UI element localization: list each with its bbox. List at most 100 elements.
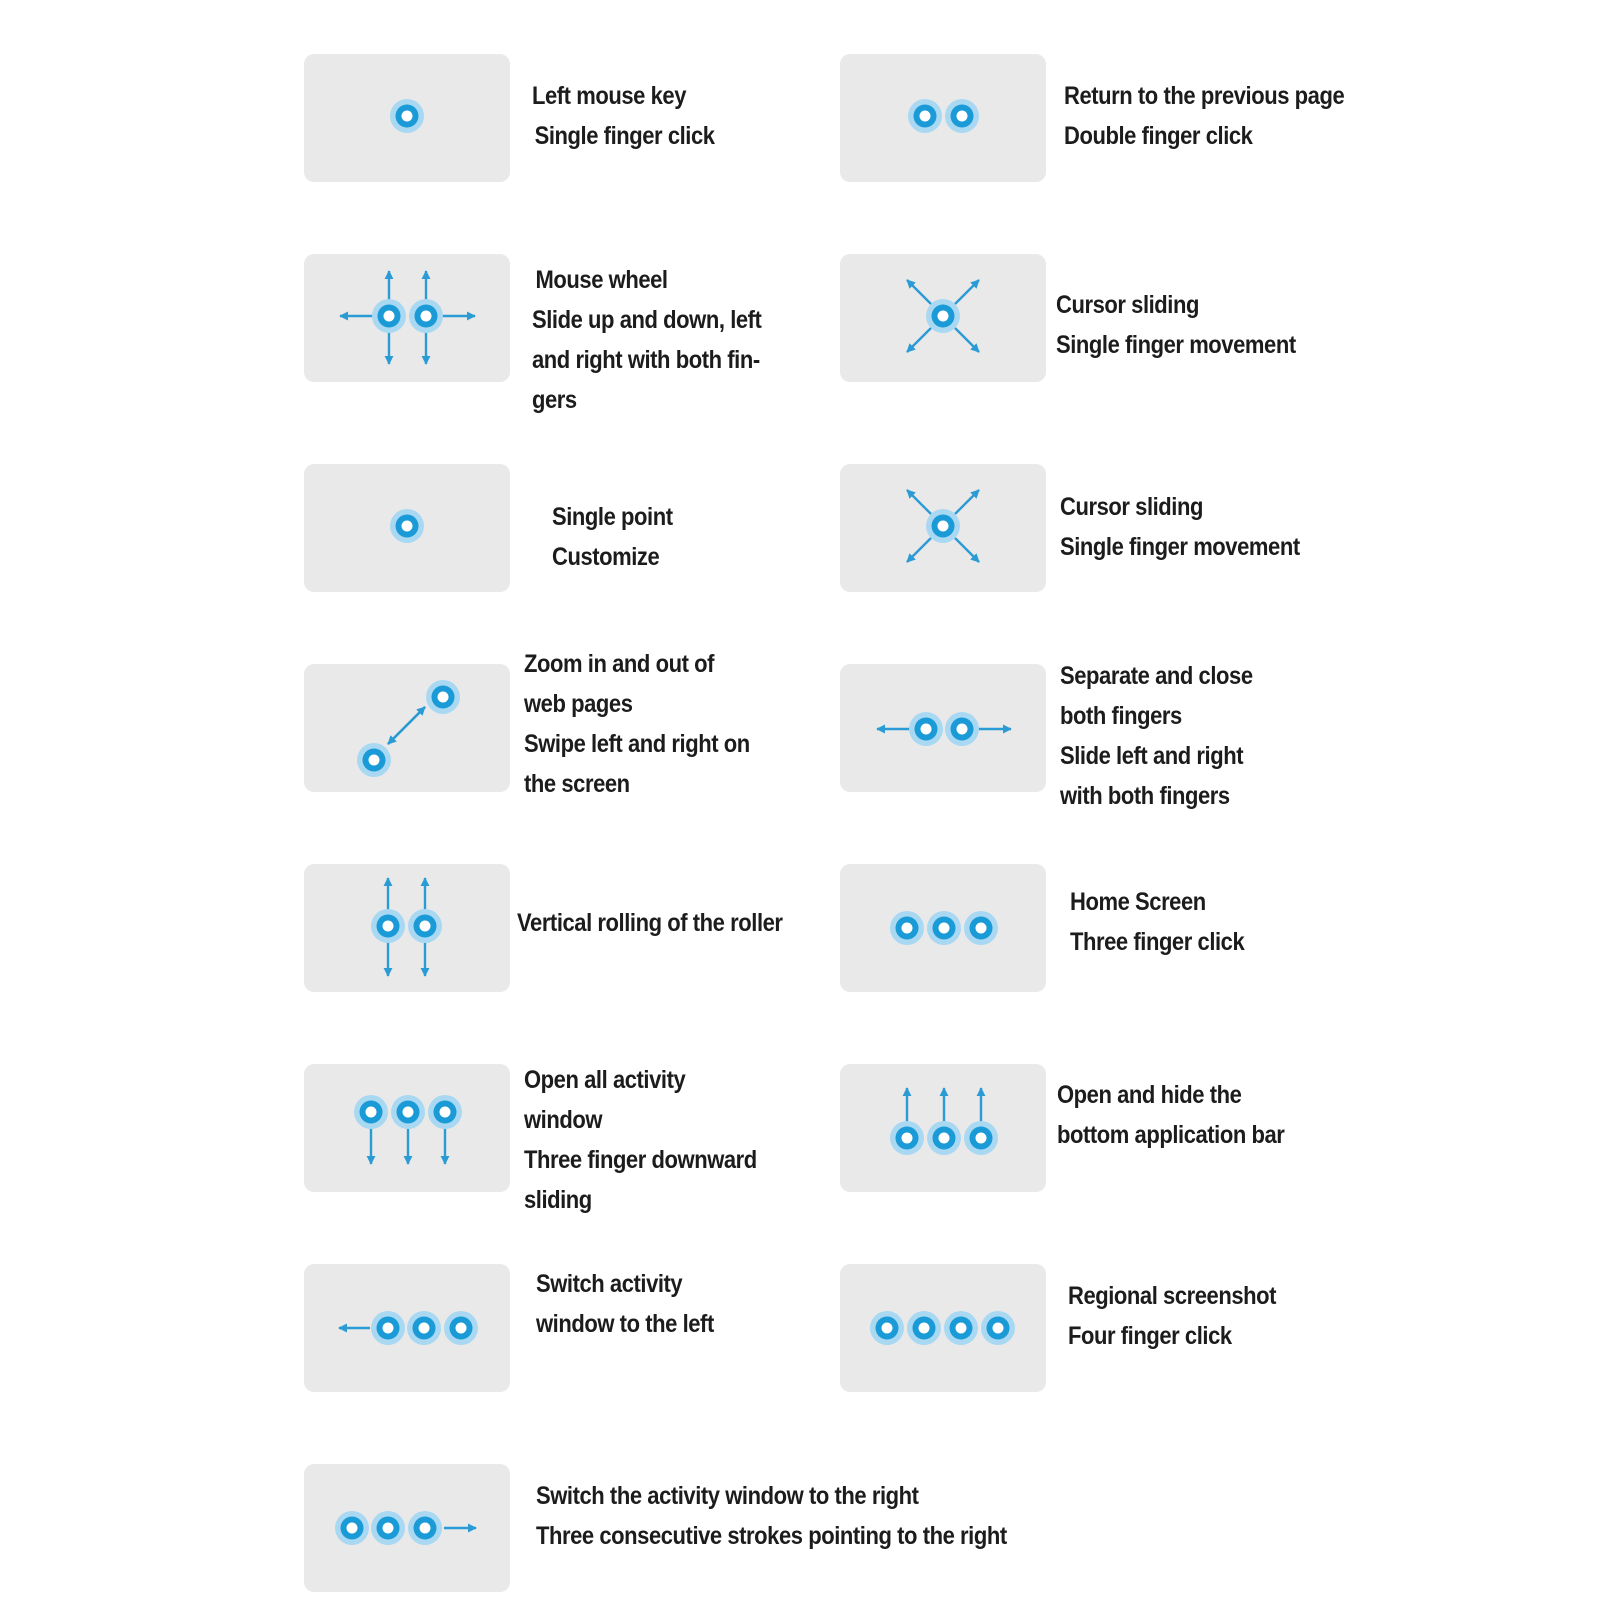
caption-line: Switch the activity window to the right: [536, 1482, 919, 1510]
gesture-tile-7: [304, 664, 510, 792]
gesture-caption-6: Cursor sliding Single finger movement: [1060, 487, 1300, 567]
gesture-caption-3: Mouse wheel Slide up and down, left and …: [532, 260, 762, 420]
three-finger-swipe-up-icon: [890, 1087, 998, 1155]
finger-point: [408, 909, 442, 943]
finger-point: [428, 1095, 462, 1129]
caption-line: window to the left: [536, 1310, 714, 1338]
finger-point: [335, 1511, 369, 1545]
caption-line: Customize: [552, 543, 660, 571]
caption-line: Single point: [552, 503, 673, 531]
gesture-caption-13: Switch activity window to the left: [536, 1264, 714, 1344]
finger-point: [909, 712, 943, 746]
gesture-caption-15: Switch the activity window to the right …: [536, 1476, 1007, 1556]
gesture-tile-12: [840, 1064, 1046, 1192]
caption-line: Three finger click: [1070, 928, 1245, 956]
three-finger-swipe-down-icon: [354, 1095, 462, 1165]
pinch-zoom-icon: [357, 680, 460, 777]
caption-line: Switch activity: [536, 1270, 683, 1298]
caption-line: with both fingers: [1060, 782, 1230, 810]
finger-point: [964, 911, 998, 945]
gesture-caption-9: Vertical rolling of the roller: [517, 903, 783, 943]
finger-point: [908, 99, 942, 133]
caption-line: Left mouse key: [532, 82, 687, 110]
caption-line: Single finger movement: [1056, 331, 1296, 359]
gesture-tile-6: [840, 464, 1046, 592]
two-finger-vertical-icon: [371, 877, 442, 977]
caption-line: Open all activity: [524, 1066, 686, 1094]
finger-point: [890, 911, 924, 945]
finger-point: [371, 909, 405, 943]
gesture-caption-1: Left mouse key Single finger click: [532, 76, 715, 156]
gesture-tile-2: [840, 54, 1046, 182]
caption-line: Regional screenshot: [1068, 1282, 1277, 1310]
single-finger-tap-icon: [390, 99, 424, 133]
gesture-caption-10: Home Screen Three finger click: [1070, 882, 1245, 962]
finger-point: [890, 1121, 924, 1155]
caption-line: Single finger click: [534, 122, 715, 150]
gesture-tile-9: [304, 864, 510, 992]
gesture-caption-7: Zoom in and out of web pages Swipe left …: [524, 644, 750, 804]
finger-point: [926, 299, 960, 333]
caption-line: bottom application bar: [1057, 1121, 1285, 1149]
gesture-tile-1: [304, 54, 510, 182]
caption-line: Four finger click: [1068, 1322, 1232, 1350]
finger-point: [354, 1095, 388, 1129]
gesture-tile-5: [304, 464, 510, 592]
caption-line: Single finger movement: [1060, 533, 1300, 561]
finger-point: [390, 99, 424, 133]
gesture-tile-15: [304, 1464, 510, 1592]
finger-point: [981, 1311, 1015, 1345]
gesture-tile-4: [840, 254, 1046, 382]
finger-point: [407, 1311, 441, 1345]
caption-line: Cursor sliding: [1060, 493, 1203, 521]
gesture-caption-5: Single point Customize: [552, 497, 673, 577]
finger-point: [357, 743, 391, 777]
finger-point: [372, 299, 406, 333]
two-finger-scroll-icon: [339, 270, 476, 365]
gesture-tile-3: [304, 254, 510, 382]
gesture-tile-10: [840, 864, 1046, 992]
caption-line: window: [524, 1106, 603, 1134]
three-finger-tap-icon: [890, 911, 998, 945]
finger-point: [945, 99, 979, 133]
caption-line: both fingers: [1060, 702, 1182, 730]
caption-line: Open and hide the: [1057, 1081, 1242, 1109]
two-finger-horizontal-icon: [876, 712, 1012, 746]
caption-line: Three finger downward: [524, 1146, 757, 1174]
gesture-tile-8: [840, 664, 1046, 792]
two-finger-tap-icon: [908, 99, 979, 133]
gesture-tile-13: [304, 1264, 510, 1392]
caption-line: Slide left and right: [1060, 742, 1244, 770]
caption-line: the screen: [524, 770, 630, 798]
cursor-move-icon: [906, 489, 980, 563]
caption-line: web pages: [524, 690, 633, 718]
finger-point: [391, 1095, 425, 1129]
caption-line: Return to the previous page: [1064, 82, 1345, 110]
caption-line: Separate and close: [1060, 662, 1253, 690]
caption-line: Vertical rolling of the roller: [517, 909, 783, 937]
caption-line: sliding: [524, 1186, 592, 1214]
finger-point: [870, 1311, 904, 1345]
finger-point: [964, 1121, 998, 1155]
caption-line: and right with both fin-: [532, 346, 760, 374]
finger-point: [907, 1311, 941, 1345]
three-finger-swipe-left-icon: [338, 1311, 478, 1345]
caption-line: gers: [532, 386, 577, 414]
finger-point: [390, 509, 424, 543]
finger-point: [426, 680, 460, 714]
gesture-tile-11: [304, 1064, 510, 1192]
finger-point: [927, 911, 961, 945]
gesture-caption-8: Separate and close both fingers Slide le…: [1060, 656, 1253, 816]
caption-line: Three consecutive strokes pointing to th…: [536, 1522, 1007, 1550]
finger-point: [408, 1511, 442, 1545]
four-finger-tap-icon: [870, 1311, 1015, 1345]
caption-line: Zoom in and out of: [524, 650, 715, 678]
single-point-icon: [390, 509, 424, 543]
caption-line: Slide up and down, left: [532, 306, 762, 334]
caption-line: Double finger click: [1064, 122, 1253, 150]
finger-point: [444, 1311, 478, 1345]
finger-point: [409, 299, 443, 333]
finger-point: [944, 1311, 978, 1345]
caption-line: Cursor sliding: [1056, 291, 1199, 319]
gesture-caption-4: Cursor sliding Single finger movement: [1056, 285, 1296, 365]
